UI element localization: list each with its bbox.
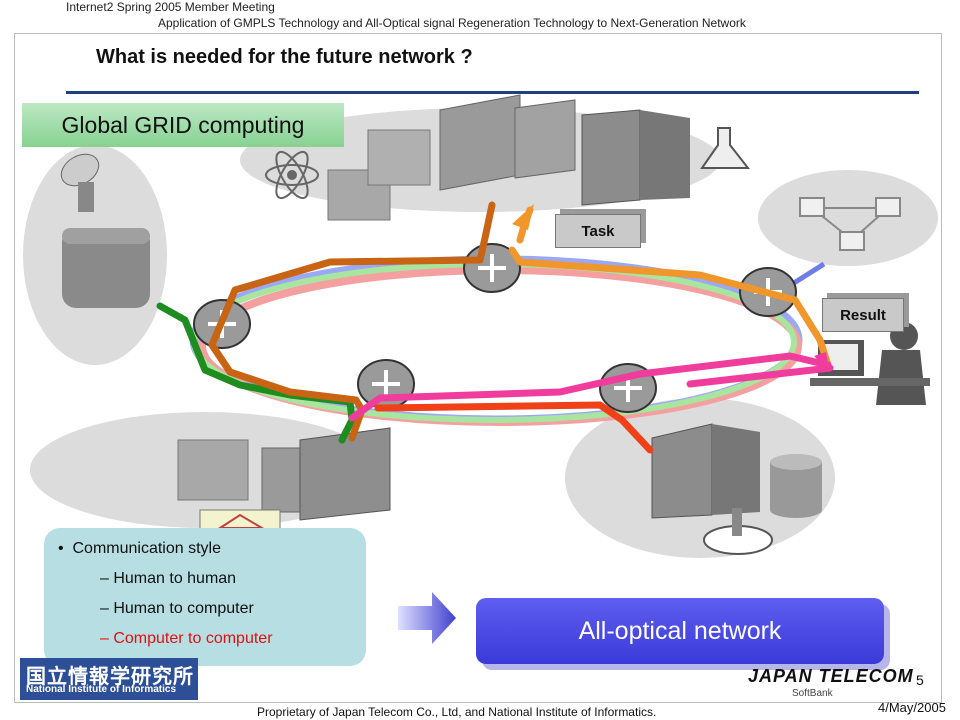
- slide-date: 4/May/2005: [878, 700, 946, 715]
- communication-item-human-computer: – Human to computer: [100, 600, 254, 617]
- presentation-subtitle: Application of GMPLS Technology and All-…: [158, 16, 746, 30]
- communication-item-computer-computer: – Computer to computer: [100, 630, 273, 647]
- right-arrow-icon: [398, 592, 456, 644]
- result-box: Result: [822, 298, 904, 332]
- atom-icon: [265, 150, 319, 200]
- path-brown: [208, 201, 496, 442]
- task-box: Task: [555, 214, 641, 248]
- nii-logo-english: National Institute of Informatics: [26, 684, 177, 695]
- supercomputers-top: [327, 94, 690, 221]
- microscope-icon: [703, 508, 773, 555]
- title-rule: [66, 91, 919, 94]
- softbank-logo: SoftBank: [792, 688, 833, 699]
- nii-logo: 国立情報学研究所 National Institute of Informati…: [20, 658, 198, 700]
- japan-telecom-logo: JAPAN TELECOM: [748, 666, 914, 686]
- page-number: 5: [916, 672, 924, 688]
- flask-icon: [700, 127, 751, 169]
- footer-proprietary: Proprietary of Japan Telecom Co., Ltd, a…: [257, 705, 657, 719]
- grid-computing-label: Global GRID computing: [22, 103, 344, 147]
- arrowheads: [512, 204, 830, 372]
- lightpaths: [156, 201, 834, 454]
- slide-frame: [14, 33, 942, 703]
- communication-heading-text: Communication style: [72, 540, 222, 557]
- meeting-name: Internet2 Spring 2005 Member Meeting: [66, 0, 275, 14]
- item-text: Computer to computer: [113, 630, 273, 647]
- communication-heading: • Communication style: [58, 540, 222, 557]
- item-text: Human to human: [113, 570, 237, 587]
- communication-item-human-human: – Human to human: [100, 570, 237, 587]
- all-optical-network-button: All-optical network: [476, 598, 884, 664]
- supercomputers-bottom-left: [177, 427, 391, 521]
- satellite-dish-icon: [60, 153, 100, 212]
- radio-telescope-icon: [62, 228, 150, 308]
- nii-logo-kanji: 国立情報学研究所: [26, 666, 194, 688]
- path-red: [374, 401, 654, 454]
- slide-title: What is needed for the future network ?: [96, 46, 473, 68]
- storage-servers-bottom-right: [651, 423, 822, 519]
- communication-style-box: • Communication style – Human to human –…: [44, 528, 366, 666]
- cloud-right: [758, 170, 938, 266]
- item-text: Human to computer: [113, 600, 254, 617]
- client-network-icon: [799, 197, 901, 251]
- path-pink: [348, 352, 834, 422]
